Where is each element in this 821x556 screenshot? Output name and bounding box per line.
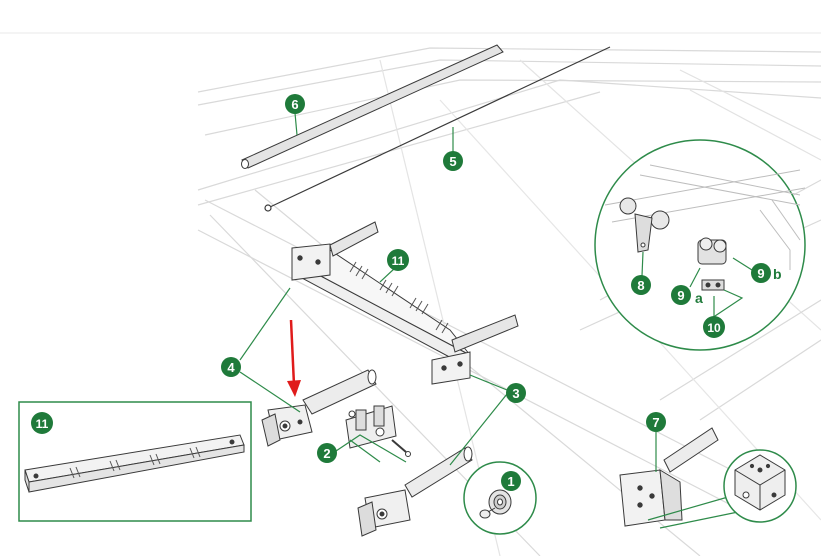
callout-lines xyxy=(239,112,739,529)
callout-badge-9b: 9 xyxy=(751,263,771,283)
callout-badge-6: 6 xyxy=(285,94,305,114)
callout-badge-9a: 9 xyxy=(671,285,691,305)
callout-badge-1: 1 xyxy=(501,471,521,491)
callout-badge-7: 7 xyxy=(646,412,666,432)
callout-badge-4: 4 xyxy=(221,357,241,377)
callout-number: 2 xyxy=(323,446,330,461)
callout-number: 7 xyxy=(652,415,659,430)
callout-badge-2: 2 xyxy=(317,443,337,463)
callout-badge-5: 5 xyxy=(443,151,463,171)
callout-number: 10 xyxy=(707,321,721,335)
rail-detail-inset xyxy=(594,139,806,351)
callout-badge-11-inset: 11 xyxy=(31,412,53,434)
callout-number: 8 xyxy=(637,278,644,293)
callout-number: 11 xyxy=(392,254,405,268)
callout-letter-b: b xyxy=(773,266,782,282)
corner-bracket-part-7 xyxy=(619,427,719,527)
callout-letter-a: a xyxy=(695,290,703,306)
callout-badge-8: 8 xyxy=(631,275,651,295)
red-pointer-arrow-icon xyxy=(287,319,301,397)
callout-badge-11-main: 11 xyxy=(387,249,409,271)
tube-part-6 xyxy=(241,44,504,169)
callout-number: 3 xyxy=(512,386,519,401)
callout-badge-3: 3 xyxy=(506,383,526,403)
end-bracket-part-3 xyxy=(357,446,473,537)
callout-badge-10: 10 xyxy=(703,316,725,338)
callout-number: 6 xyxy=(291,97,298,112)
cable-part-5 xyxy=(264,46,611,212)
part-11-detail-inset xyxy=(18,401,252,522)
callout-number: 9 xyxy=(757,266,764,281)
callout-number: 11 xyxy=(36,417,49,431)
callout-number: 1 xyxy=(507,474,514,489)
corner-bracket-detail-inset xyxy=(723,449,797,523)
callout-number: 5 xyxy=(449,154,456,169)
bearing-detail-inset xyxy=(463,461,537,535)
hinge-bracket-part-2 xyxy=(345,405,411,457)
callout-number: 4 xyxy=(227,360,235,375)
bar-assembly-part-11 xyxy=(291,221,519,385)
callout-number: 9 xyxy=(677,288,684,303)
